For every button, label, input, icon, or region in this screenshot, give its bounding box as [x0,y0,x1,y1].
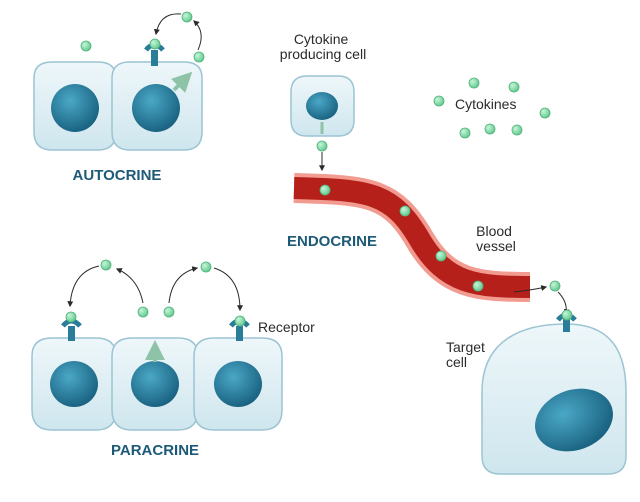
cytokine-dot [539,107,551,119]
cytokine-dot [561,309,573,321]
endocrine-label: ENDOCRINE [287,233,377,250]
cytokine-dot [549,280,561,292]
cytokine-dot [316,140,328,152]
paracrine-arrow [213,267,243,312]
cytokine-dot [399,205,411,217]
autocrine-group: AUTOCRINE [33,11,205,184]
cytokine-dot [200,261,212,273]
cytokine-dot [508,81,520,93]
cytokine-dot [193,51,205,63]
cytokine-producing-cell-label-line1: Cytokine [294,31,349,47]
blood-vessel-label-line2: vessel [476,238,516,254]
cytokine-dot [65,311,77,323]
cytokine-dot [181,11,193,23]
paracrine-label: PARACRINE [111,442,199,459]
exit-vessel-arrow [513,285,548,293]
paracrine-arrow [168,266,199,304]
cytokine-dot [100,259,112,271]
paracrine-group: Receptor PARACRINE [31,259,315,459]
paracrine-arrow [115,268,144,304]
autocrine-label: AUTOCRINE [73,167,162,184]
cytokine-dot [319,184,331,196]
target-cell [481,323,627,475]
cytokine-dot [163,306,175,318]
autocrine-arrow-down [153,13,182,36]
endocrine-group: Cytokine producing cell ENDOCRINE Cytoki… [280,31,627,475]
autocrine-arrow-up [193,20,202,51]
cytokine-dot [234,315,246,327]
blood-vessel [293,173,531,302]
cytokine-dot [137,306,149,318]
paracrine-cell-left [31,337,117,431]
cytokine-dot [459,127,471,139]
autocrine-secretion-arrow [171,71,193,93]
paracrine-cell-right [193,337,283,431]
autocrine-cell-right [111,61,203,151]
cytokine-dot [435,250,447,262]
paracrine-arrow [67,265,100,308]
target-cell-label-line2: cell [446,354,467,370]
blood-vessel-label-line1: Blood [476,223,512,239]
cytokine-producing-cell-label-line2: producing cell [280,46,366,62]
cytokine-dot [511,124,523,136]
cytokine-dot [472,280,484,292]
target-cell-label-line1: Target [446,339,485,355]
cytokine-producing-cell [290,75,355,137]
autocrine-cell-left [33,61,117,151]
cytokine-dot [80,40,92,52]
cytokine-dot [484,123,496,135]
cytokine-dot [468,77,480,89]
cytokine-dot [433,95,445,107]
blood-vessel-label: Blood vessel [476,223,516,254]
target-cell-label: Target cell [446,339,489,370]
receptor-label: Receptor [258,319,315,335]
cytokine-dot [149,38,161,50]
cytokines-label: Cytokines [455,96,516,112]
cytokine-producing-cell-label: Cytokine producing cell [280,31,366,62]
